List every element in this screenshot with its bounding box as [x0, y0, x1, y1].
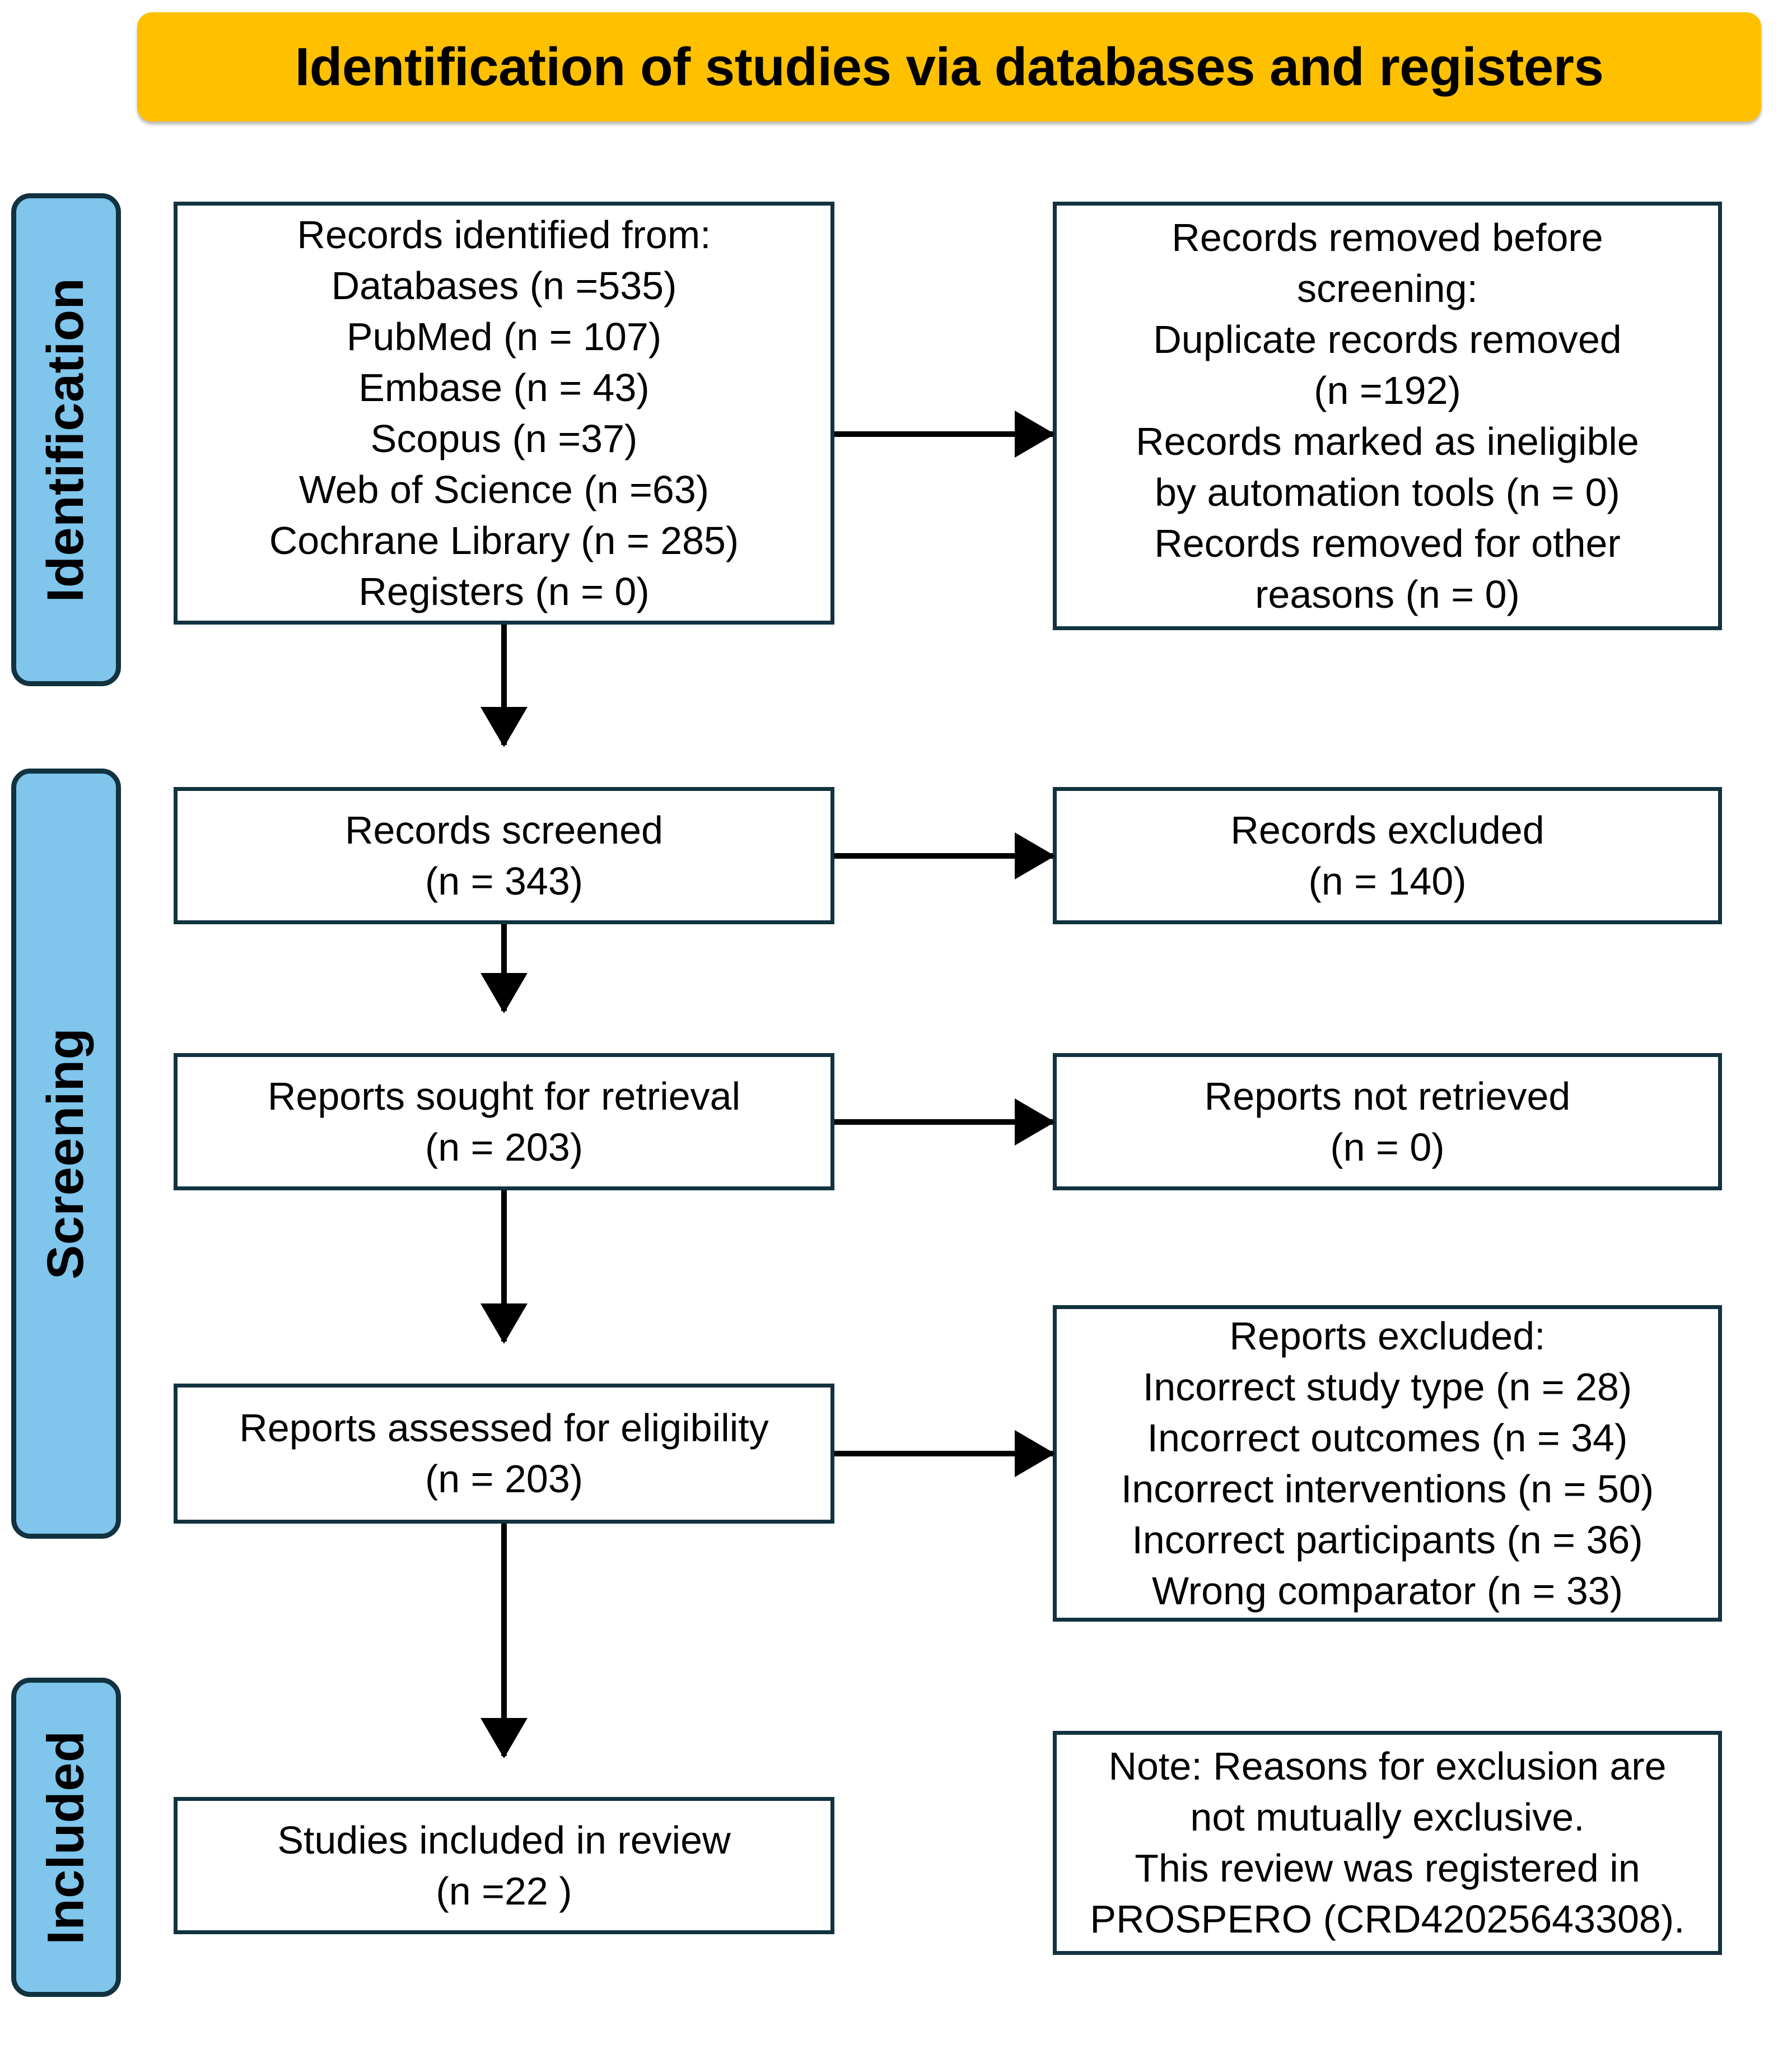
phase-tab-identification: Identification [11, 193, 121, 686]
phase-tab-included: Included [11, 1678, 121, 1997]
box-line: Incorrect outcomes (n = 34) [1147, 1416, 1628, 1460]
box-records-screened: Records screened (n = 343) [174, 787, 834, 924]
box-studies-included-in-review: Studies included in review (n =22 ) [174, 1797, 834, 1934]
box-line: screening: [1297, 266, 1478, 310]
box-line: Registers (n = 0) [358, 569, 650, 613]
box-line: (n =22 ) [436, 1869, 572, 1913]
box-line: Studies included in review [277, 1818, 731, 1862]
diagram-title-banner: Identification of studies via databases … [137, 12, 1761, 122]
box-line: (n = 203) [424, 1125, 584, 1169]
arrow-screened-to-sought [501, 924, 507, 1011]
arrow-sought-to-assessed [501, 1190, 507, 1342]
box-line: (n = 203) [424, 1457, 584, 1501]
box-reports-excluded: Reports excluded: Incorrect study type (… [1053, 1305, 1722, 1622]
box-records-excluded: Records excluded (n = 140) [1053, 787, 1722, 924]
box-line: Databases (n =535) [331, 263, 677, 308]
box-line: Records screened [344, 808, 664, 852]
arrow-identified-to-screened [501, 625, 507, 745]
box-line: Records removed before [1172, 215, 1603, 259]
box-line: (n = 0) [1330, 1125, 1445, 1169]
diagram-title: Identification of studies via databases … [295, 36, 1604, 97]
box-line: Cochrane Library (n = 285) [269, 518, 739, 562]
box-line: Reports not retrieved [1204, 1074, 1571, 1118]
arrow-sought-to-not-retrieved [834, 1119, 1053, 1125]
phase-label-included: Included [37, 1730, 95, 1945]
box-line: Duplicate records removed [1153, 317, 1622, 361]
box-records-identified: Records identified from: Databases (n =5… [174, 202, 834, 625]
box-line: (n = 343) [424, 859, 584, 903]
arrow-assessed-to-included [501, 1524, 507, 1756]
arrow-assessed-to-reports-excluded [834, 1451, 1053, 1456]
box-line: (n =192) [1314, 368, 1461, 412]
box-line: not mutually exclusive. [1190, 1795, 1585, 1839]
box-line: Records marked as ineligible [1136, 419, 1639, 463]
box-line: Reports sought for retrieval [267, 1074, 741, 1118]
box-line: PROSPERO (CRD42025643308). [1090, 1897, 1685, 1941]
box-reports-assessed-for-eligibility: Reports assessed for eligibility (n = 20… [174, 1384, 834, 1524]
box-line: Incorrect interventions (n = 50) [1121, 1466, 1654, 1511]
arrow-identified-to-removed [834, 431, 1053, 437]
box-reports-sought-for-retrieval: Reports sought for retrieval (n = 203) [174, 1053, 834, 1190]
box-records-removed-before-screening: Records removed before screening: Duplic… [1053, 202, 1722, 630]
box-line: Reports excluded: [1229, 1314, 1546, 1358]
box-line: Scopus (n =37) [370, 416, 638, 460]
box-line: Incorrect study type (n = 28) [1142, 1365, 1632, 1409]
box-line: Reports assessed for eligibility [239, 1406, 769, 1450]
box-line: Embase (n = 43) [358, 365, 650, 409]
box-line: Incorrect participants (n = 36) [1132, 1517, 1643, 1562]
box-line: This review was registered in [1135, 1846, 1640, 1890]
phase-label-identification: Identification [37, 277, 95, 602]
box-line: Records identified from: [297, 212, 711, 257]
box-line: reasons (n = 0) [1255, 572, 1520, 616]
box-line: Records removed for other [1154, 521, 1621, 565]
box-line: Note: Reasons for exclusion are [1108, 1744, 1667, 1788]
box-line: PubMed (n = 107) [346, 314, 662, 358]
phase-tab-screening: Screening [11, 769, 121, 1539]
box-line: Wrong comparator (n = 33) [1151, 1568, 1623, 1613]
arrow-screened-to-excluded [834, 853, 1053, 859]
box-line: by automation tools (n = 0) [1155, 470, 1620, 514]
box-line: Web of Science (n =63) [298, 467, 710, 511]
box-line: (n = 140) [1308, 859, 1467, 903]
box-reports-not-retrieved: Reports not retrieved (n = 0) [1053, 1053, 1722, 1190]
box-line: Records excluded [1230, 808, 1544, 852]
phase-label-screening: Screening [37, 1027, 95, 1280]
box-note: Note: Reasons for exclusion are not mutu… [1053, 1731, 1722, 1955]
